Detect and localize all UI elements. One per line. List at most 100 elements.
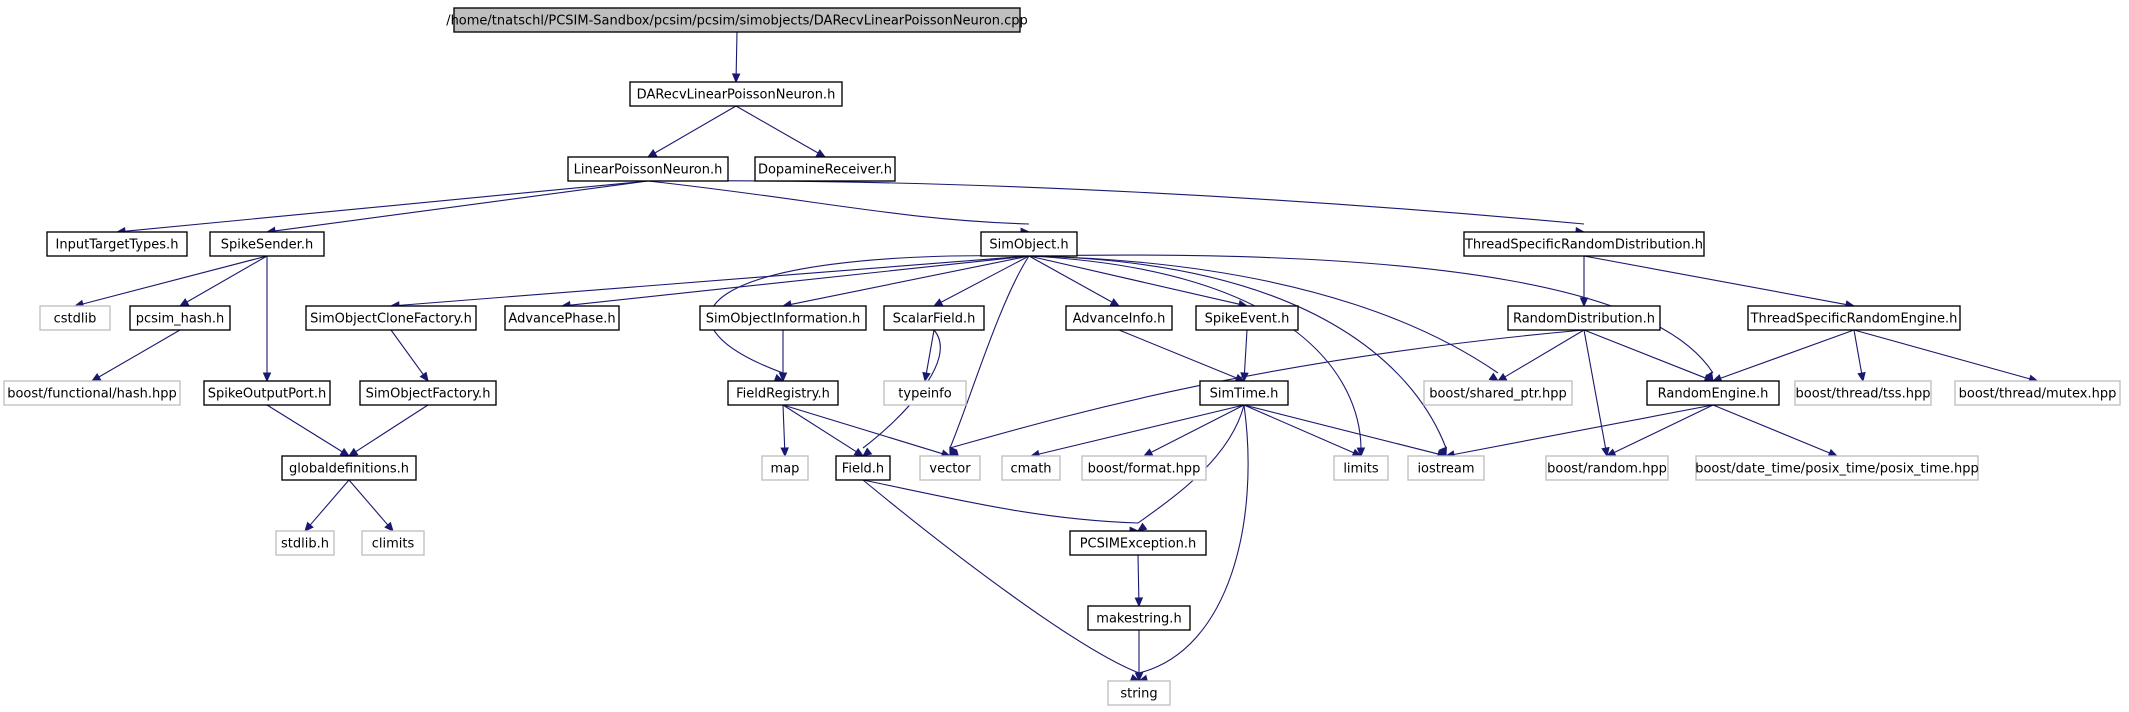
dependency-edge: [1712, 404, 1830, 454]
node-box: [1954, 380, 2121, 406]
node-makestr[interactable]: makestring.h: [1087, 605, 1191, 631]
node-spkev[interactable]: SpikeEvent.h: [1195, 305, 1299, 331]
dependency-edge: [1038, 404, 1245, 455]
node-soinfo[interactable]: SimObjectInformation.h: [699, 305, 867, 331]
dependency-edge: [940, 255, 1030, 303]
dependency-edge: [1028, 254, 1714, 374]
dependency-edge: [1853, 329, 2030, 380]
dependency-edge: [1028, 255, 1362, 449]
node-sof[interactable]: SimObjectFactory.h: [359, 380, 497, 406]
dependency-edge: [790, 255, 1030, 305]
dependency-edge: [1243, 404, 1439, 455]
node-box: [209, 231, 325, 257]
node-box: [699, 305, 867, 331]
arrowhead: [1579, 297, 1589, 308]
node-field[interactable]: Field.h: [835, 455, 891, 481]
arrowhead: [815, 149, 827, 158]
node-lpn[interactable]: LinearPoissonNeuron.h: [567, 156, 729, 182]
node-tsre[interactable]: ThreadSpecificRandomEngine.h: [1747, 305, 1961, 331]
dependency-edge: [348, 479, 389, 526]
node-label: ScalarField.h: [893, 312, 976, 327]
dependency-edge: [1118, 329, 1237, 379]
node-label: DopamineReceiver.h: [758, 163, 892, 178]
node-label: boost/shared_ptr.hpp: [1429, 387, 1567, 402]
dependency-edge: [82, 255, 268, 305]
node-label: LinearPoissonNeuron.h: [574, 163, 723, 178]
node-box: [883, 380, 967, 406]
node-box: [919, 455, 981, 481]
node-label: Field.h: [842, 462, 884, 477]
arrowhead: [853, 447, 865, 457]
dependency-edge: [782, 404, 786, 449]
node-label: boost/functional/hash.hpp: [7, 387, 177, 402]
node-simtime[interactable]: SimTime.h: [1199, 380, 1289, 406]
node-ssend[interactable]: SpikeSender.h: [209, 231, 325, 257]
arrowhead: [932, 298, 944, 307]
node-label: string: [1120, 687, 1157, 702]
dependency-edge: [1613, 404, 1714, 454]
dependency-edge: [735, 105, 819, 154]
node-label: globaldefinitions.h: [289, 462, 409, 477]
node-box: [1423, 380, 1573, 406]
node-fieldreg[interactable]: FieldRegistry.h: [727, 380, 839, 406]
dependency-edge: [782, 404, 857, 453]
node-itt[interactable]: InputTargetTypes.h: [46, 231, 188, 257]
node-box: [1065, 305, 1173, 331]
node-label: cmath: [1010, 462, 1051, 477]
node-box: [361, 530, 425, 556]
node-box: [1646, 380, 1780, 406]
node-label: SimObject.h: [989, 238, 1068, 253]
node-darecv[interactable]: DARecvLinearPoissonNeuron.h: [629, 81, 843, 107]
node-advinfo[interactable]: AdvanceInfo.h: [1065, 305, 1173, 331]
node-randeng[interactable]: RandomEngine.h: [1646, 380, 1780, 406]
arrowhead: [1827, 448, 1839, 457]
node-label: makestring.h: [1096, 612, 1181, 627]
dependency-edge: [735, 31, 738, 75]
node-box: [1069, 530, 1207, 556]
dependency-edge: [949, 255, 1030, 449]
arrowhead: [1488, 372, 1500, 382]
node-label: typeinfo: [898, 387, 951, 402]
node-box: [359, 380, 497, 406]
node-simobj[interactable]: SimObject.h: [980, 231, 1078, 257]
node-typeinfo: typeinfo: [883, 380, 967, 406]
node-box: [761, 455, 809, 481]
node-cstdlib: cstdlib: [39, 305, 111, 331]
node-label: FieldRegistry.h: [736, 387, 830, 402]
dependency-edge: [647, 180, 1585, 225]
dependency-edge: [98, 329, 181, 378]
node-sop[interactable]: SpikeOutputPort.h: [203, 380, 331, 406]
node-bfhash: boost/functional/hash.hpp: [3, 380, 181, 406]
dependency-edge: [266, 404, 343, 453]
node-cmath: cmath: [1001, 455, 1061, 481]
node-string: string: [1107, 680, 1171, 706]
dependency-edge: [569, 255, 1030, 306]
node-advph[interactable]: AdvancePhase.h: [504, 305, 620, 331]
node-sharedptr: boost/shared_ptr.hpp: [1423, 380, 1573, 406]
node-dopa[interactable]: DopamineReceiver.h: [754, 156, 896, 182]
node-posixtime: boost/date_time/posix_time/posix_time.hp…: [1695, 455, 1979, 481]
dependency-edge: [1028, 255, 1499, 374]
node-root[interactable]: /home/tnatschl/PCSIM-Sandbox/pcsim/pcsim…: [446, 7, 1028, 33]
node-label: climits: [372, 537, 415, 552]
node-label: map: [771, 462, 800, 477]
arrowhead: [922, 371, 931, 383]
arrowhead: [347, 447, 359, 457]
node-tsrd[interactable]: ThreadSpecificRandomDistribution.h: [1463, 231, 1705, 257]
dependency-edge: [1243, 329, 1248, 374]
node-globdef[interactable]: globaldefinitions.h: [281, 455, 417, 481]
node-scalar[interactable]: ScalarField.h: [883, 305, 985, 331]
node-box: [39, 305, 111, 331]
node-socf[interactable]: SimObjectCloneFactory.h: [305, 305, 477, 331]
dependency-edge: [1583, 329, 1607, 449]
dependency-edge: [1028, 255, 1447, 449]
node-randdist[interactable]: RandomDistribution.h: [1507, 305, 1661, 331]
node-box: [1001, 455, 1061, 481]
node-label: AdvancePhase.h: [508, 312, 615, 327]
node-box: [1747, 305, 1961, 331]
node-pcsimex[interactable]: PCSIMException.h: [1069, 530, 1207, 556]
dependency-edge: [1504, 329, 1585, 378]
node-pcsimhash[interactable]: pcsim_hash.h: [129, 305, 231, 331]
dependency-edge: [1720, 329, 1855, 379]
node-label: SimObjectCloneFactory.h: [310, 312, 472, 327]
